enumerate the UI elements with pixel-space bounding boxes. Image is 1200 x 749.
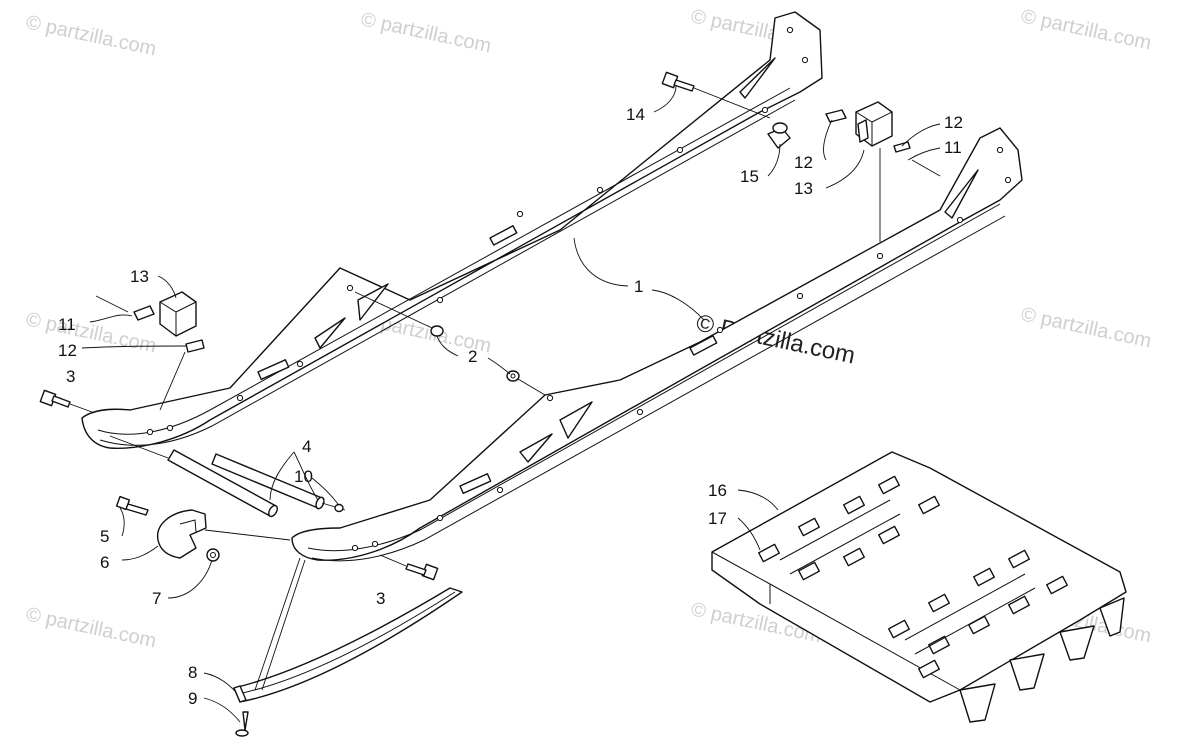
watermark: © partzilla.com bbox=[24, 603, 158, 652]
callout-2: 2 bbox=[468, 347, 477, 366]
rail-holes bbox=[146, 26, 809, 436]
track-teeth bbox=[959, 597, 1125, 723]
callout-9: 9 bbox=[188, 689, 197, 708]
callout-15: 15 bbox=[740, 167, 759, 186]
watermark: © partzilla.com bbox=[24, 11, 158, 60]
slide bbox=[233, 557, 463, 703]
callout-5: 5 bbox=[100, 527, 109, 546]
left-rail bbox=[81, 11, 823, 449]
callout-11: 11 bbox=[944, 138, 962, 157]
callout-16: 16 bbox=[708, 481, 727, 500]
bracket-left bbox=[95, 291, 205, 411]
callout-4: 4 bbox=[302, 437, 311, 456]
callout-11: 11 bbox=[58, 315, 76, 334]
callout-6: 6 bbox=[100, 553, 109, 572]
callout-8: 8 bbox=[188, 663, 197, 682]
watermark: © partzilla.com bbox=[359, 8, 493, 57]
callout-12: 12 bbox=[794, 153, 813, 172]
watermark: © partzilla.com bbox=[1019, 303, 1153, 352]
bracket-upper-right bbox=[825, 101, 941, 242]
callout-3: 3 bbox=[66, 367, 75, 386]
callout-12: 12 bbox=[58, 341, 77, 360]
callout-12: 12 bbox=[944, 113, 963, 132]
callout-labels: 1 2 3 3 4 5 6 7 8 9 10 11 11 12 12 12 13… bbox=[58, 105, 963, 708]
callout-10: 10 bbox=[294, 467, 313, 486]
right-rail bbox=[291, 127, 1023, 562]
spacers bbox=[354, 291, 546, 396]
bolts bbox=[39, 389, 439, 581]
track-clips bbox=[779, 499, 1036, 655]
callout-3: 3 bbox=[376, 589, 385, 608]
callout-14: 14 bbox=[626, 105, 645, 124]
callout-13: 13 bbox=[130, 267, 149, 286]
rail-holes bbox=[351, 146, 1012, 552]
leader-lines bbox=[81, 85, 941, 723]
bumper-assembly bbox=[115, 495, 291, 562]
watermark: © partzilla.com bbox=[1019, 5, 1153, 54]
cross-shafts bbox=[109, 435, 346, 518]
track bbox=[711, 451, 1127, 723]
nut bbox=[334, 503, 344, 513]
upper-bolt bbox=[661, 71, 771, 119]
upper-spacer bbox=[767, 122, 791, 149]
callout-7: 7 bbox=[152, 589, 161, 608]
callout-17: 17 bbox=[708, 509, 727, 528]
callout-13: 13 bbox=[794, 179, 813, 198]
callout-1: 1 bbox=[634, 277, 643, 296]
screw bbox=[235, 711, 249, 737]
